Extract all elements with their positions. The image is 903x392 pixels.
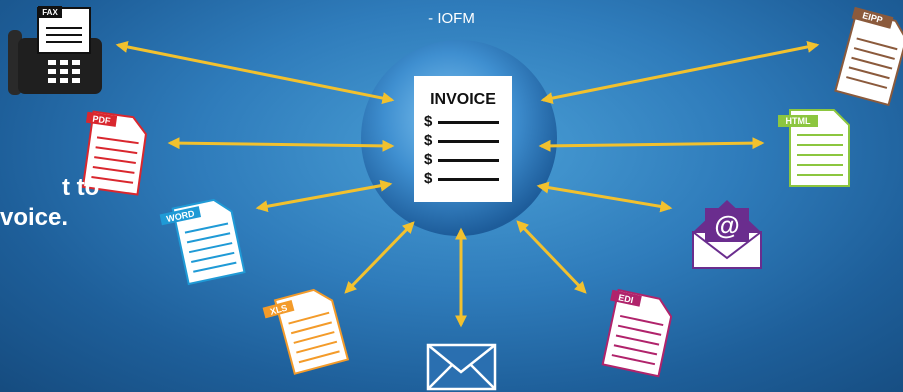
invoice-document: INVOICE $ $ $ $: [414, 76, 512, 202]
tagline-line-1: t to: [62, 174, 100, 201]
tagline-line-2: voice.: [0, 204, 69, 231]
caption-iofm: - IOFM: [428, 10, 475, 27]
mail-envelope-icon: [426, 343, 497, 391]
html-document-icon: HTML: [778, 109, 850, 187]
email-at-icon: @: [692, 200, 762, 269]
fax-label: FAX: [42, 8, 58, 17]
arrow-edi: [516, 220, 587, 294]
connection-arrows: [115, 41, 820, 328]
edi-label: EDI: [617, 292, 634, 305]
invoice-line-currency: $: [424, 113, 433, 130]
invoice-line-currency: $: [424, 170, 433, 187]
invoice-line-currency: $: [424, 132, 433, 149]
pdf-label: PDF: [92, 114, 112, 126]
xls-document-icon: XLS: [262, 288, 350, 375]
pdf-document-icon: PDF: [81, 110, 147, 196]
arrow-eipp: [540, 41, 820, 104]
email-at-label: @: [714, 210, 739, 240]
arrow-html: [538, 137, 765, 152]
arrow-fax: [115, 41, 395, 104]
arrow-pdf: [167, 137, 395, 152]
invoice-title: INVOICE: [430, 91, 496, 108]
word-document-icon: WORD: [159, 198, 246, 286]
arrow-word: [255, 179, 393, 213]
html-label: HTML: [786, 116, 811, 126]
edi-document-icon: EDI: [601, 288, 673, 378]
arrow-xls: [344, 221, 415, 294]
arrow-email: [536, 181, 673, 213]
eipp-document-icon: EIPP: [834, 6, 903, 107]
xls-label: XLS: [269, 303, 289, 317]
fax-icon: FAX: [8, 6, 102, 95]
invoice-line-currency: $: [424, 151, 433, 168]
